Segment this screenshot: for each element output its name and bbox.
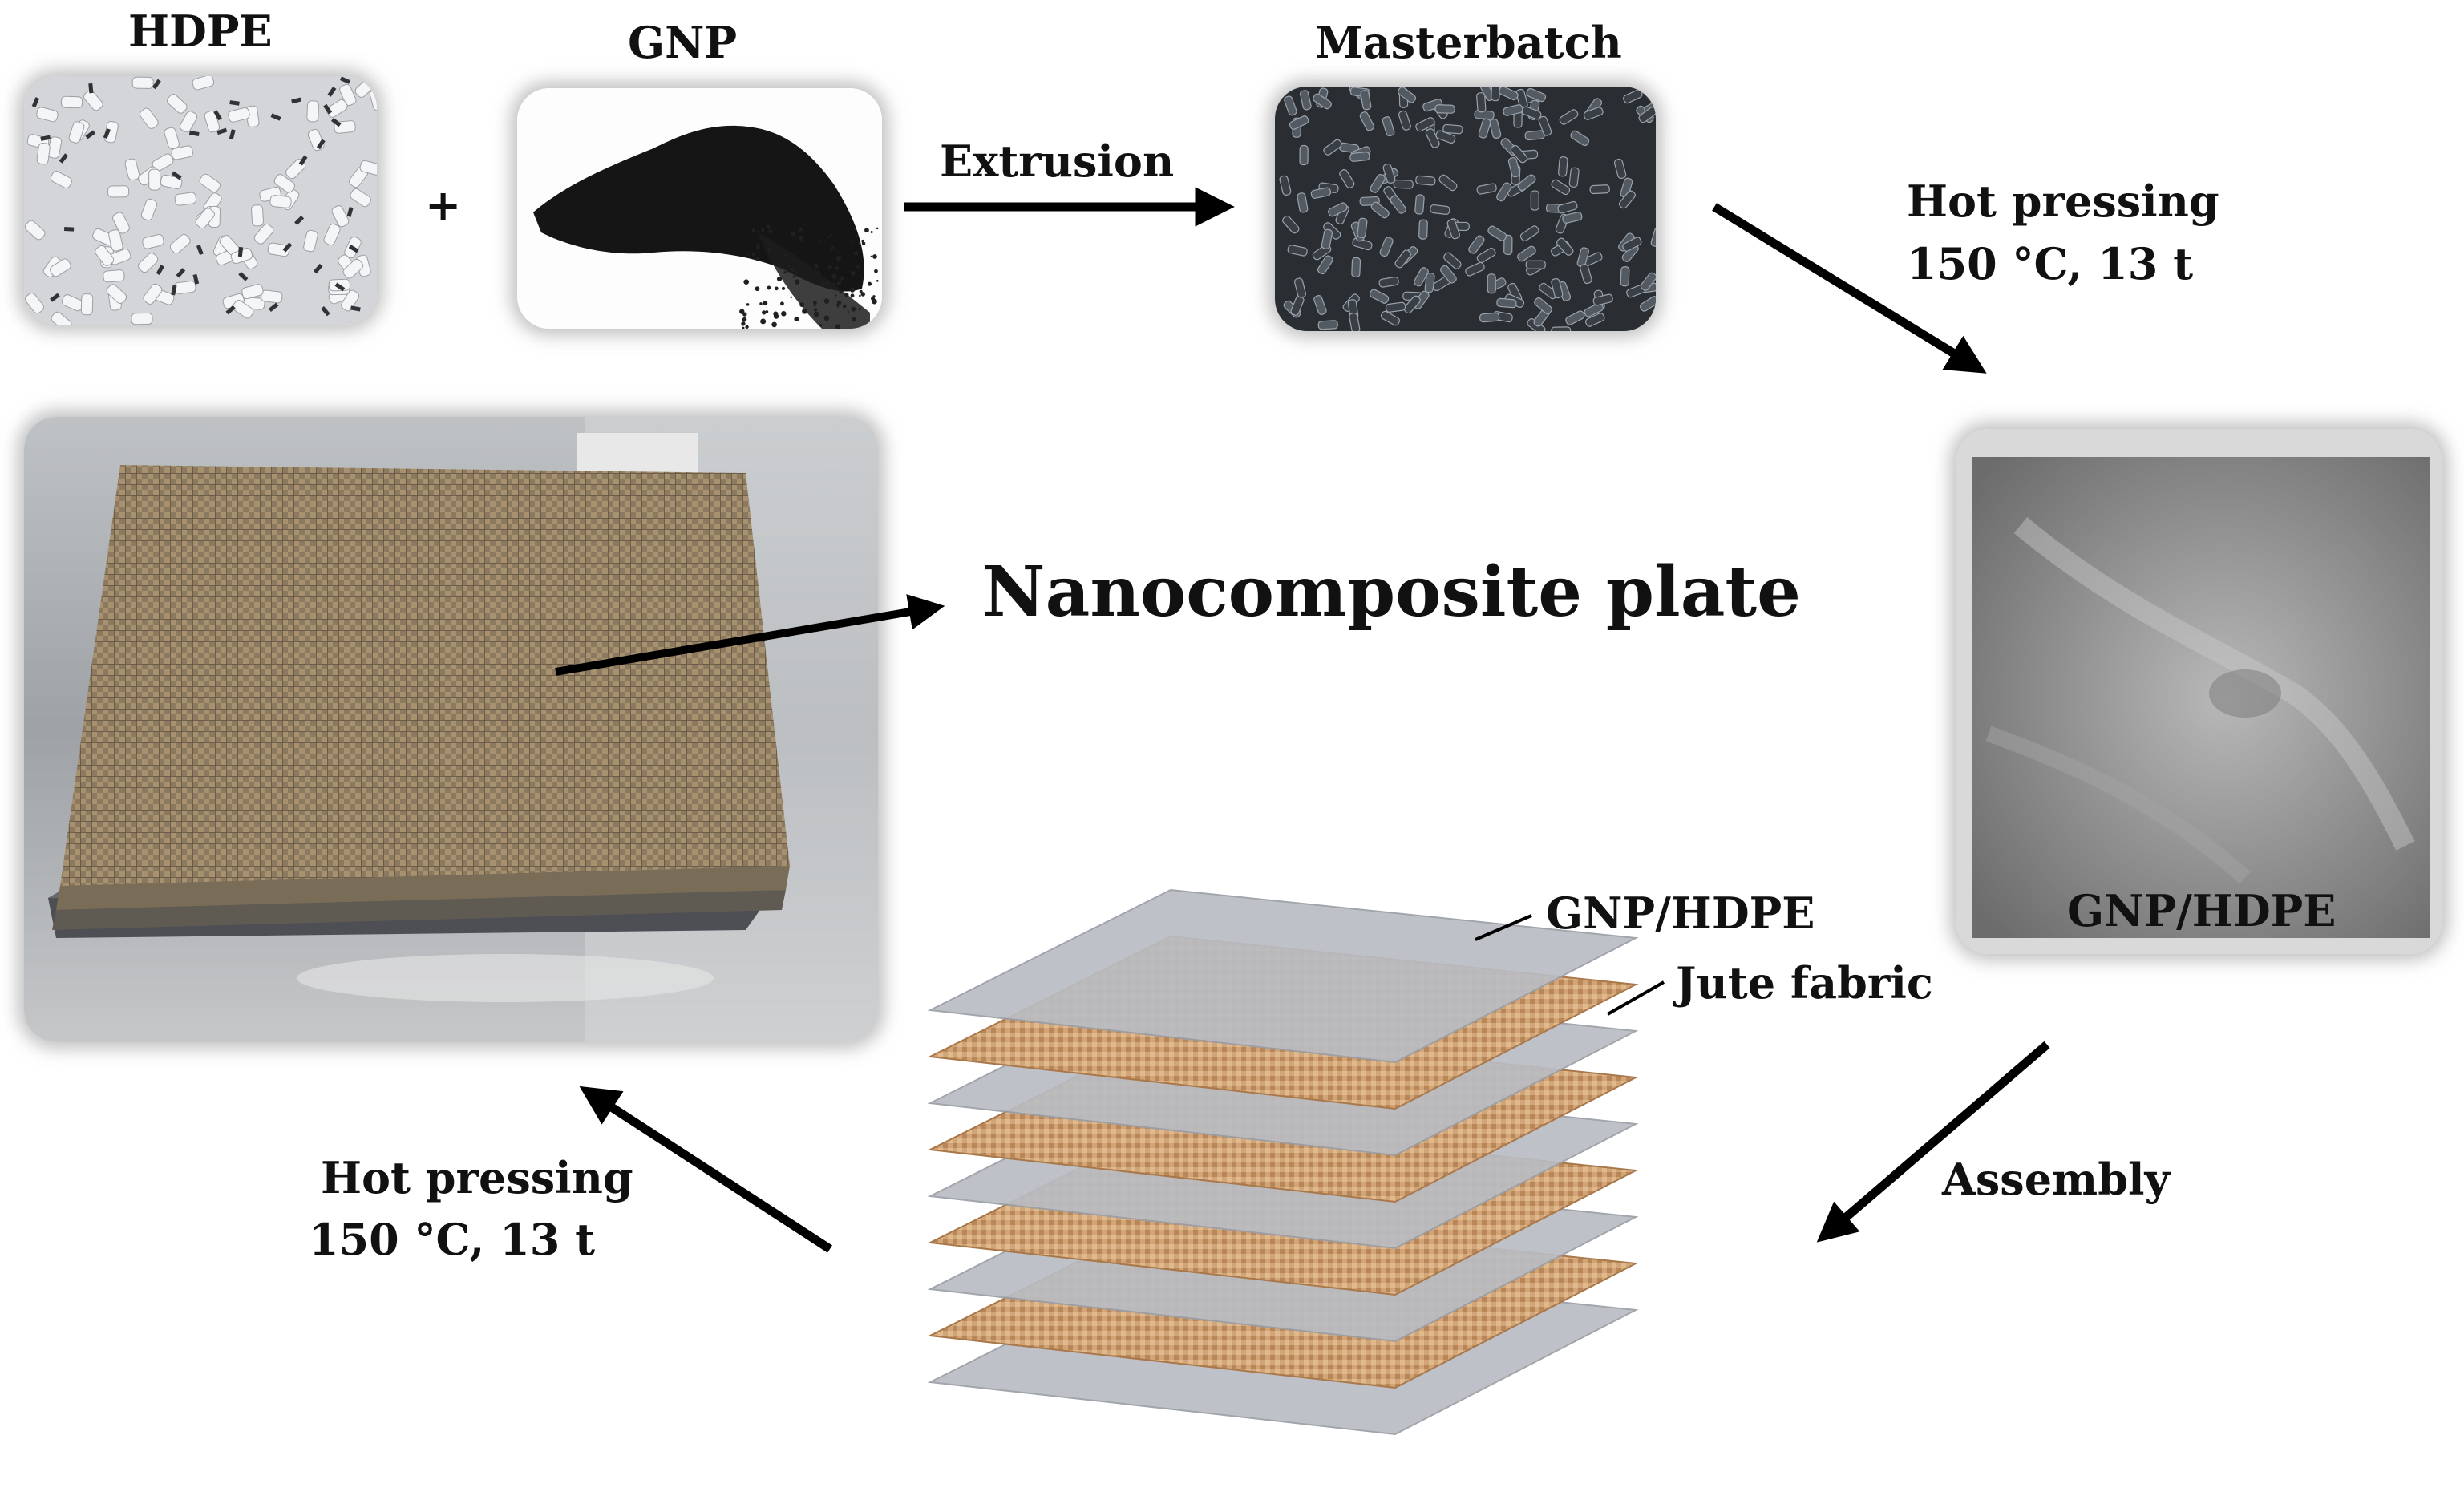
layer-stack-diagram bbox=[927, 888, 1639, 1436]
hot-pressing-params-2: 150 °C, 13 t bbox=[309, 1214, 596, 1265]
extrusion-label: Extrusion bbox=[940, 135, 1175, 187]
gnp-powder-photo bbox=[517, 88, 882, 329]
nanocomposite-pointer-arrow bbox=[555, 594, 945, 676]
hdpe-pellets-photo bbox=[24, 76, 377, 325]
hot-pressing-params-1: 150 °C, 13 t bbox=[1907, 238, 2194, 289]
layer-fabric-label: Jute fabric bbox=[1676, 957, 1933, 1009]
assembly-label: Assembly bbox=[1942, 1154, 2170, 1205]
nanocomposite-plate-photo bbox=[24, 417, 878, 1042]
plus-sign: + bbox=[425, 180, 462, 231]
nanocomposite-plate-label: Nanocomposite plate bbox=[982, 552, 1801, 633]
hot-pressing-label-1: Hot pressing bbox=[1907, 176, 2219, 227]
film-label: GNP/HDPE bbox=[2067, 885, 2337, 936]
gnp-label: GNP bbox=[628, 17, 738, 68]
gnp-hdpe-film-photo bbox=[1956, 429, 2442, 954]
layer-film-leader bbox=[1475, 914, 1532, 941]
film-layer bbox=[927, 888, 1639, 1064]
hot-pressing-label-2: Hot pressing bbox=[321, 1152, 633, 1203]
masterbatch-pellets-photo bbox=[1275, 87, 1656, 331]
layer-film-label: GNP/HDPE bbox=[1546, 887, 1815, 939]
assembly-arrow bbox=[1816, 1041, 2050, 1243]
hot-pressing-arrow-1 bbox=[1712, 203, 1987, 374]
hot-pressing-arrow-2 bbox=[579, 1086, 832, 1253]
masterbatch-label: Masterbatch bbox=[1315, 17, 1622, 68]
layer-fabric-leader bbox=[1607, 980, 1665, 1016]
hdpe-label: HDPE bbox=[128, 6, 273, 57]
